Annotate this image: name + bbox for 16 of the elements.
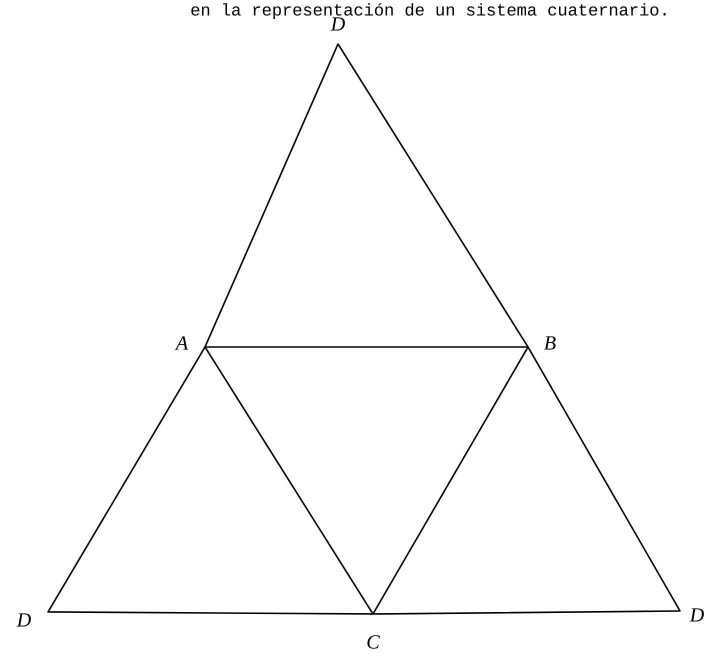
line: [372, 610, 681, 615]
line: [204, 43, 339, 348]
vertex-label: B: [544, 336, 556, 350]
line: [337, 43, 529, 348]
caption-text: en la representación de un sistema cuaternario.: [191, 3, 666, 20]
line: [527, 346, 681, 612]
line: [204, 346, 374, 615]
line: [47, 611, 374, 615]
line: [204, 346, 529, 348]
vertex-label: D: [16, 613, 31, 627]
line: [47, 346, 206, 613]
vertex-label: A: [174, 336, 188, 350]
vertex-label: D: [690, 608, 704, 622]
vertex-label: C: [367, 635, 380, 649]
line: [372, 346, 529, 615]
vertex-label: D: [330, 17, 345, 31]
